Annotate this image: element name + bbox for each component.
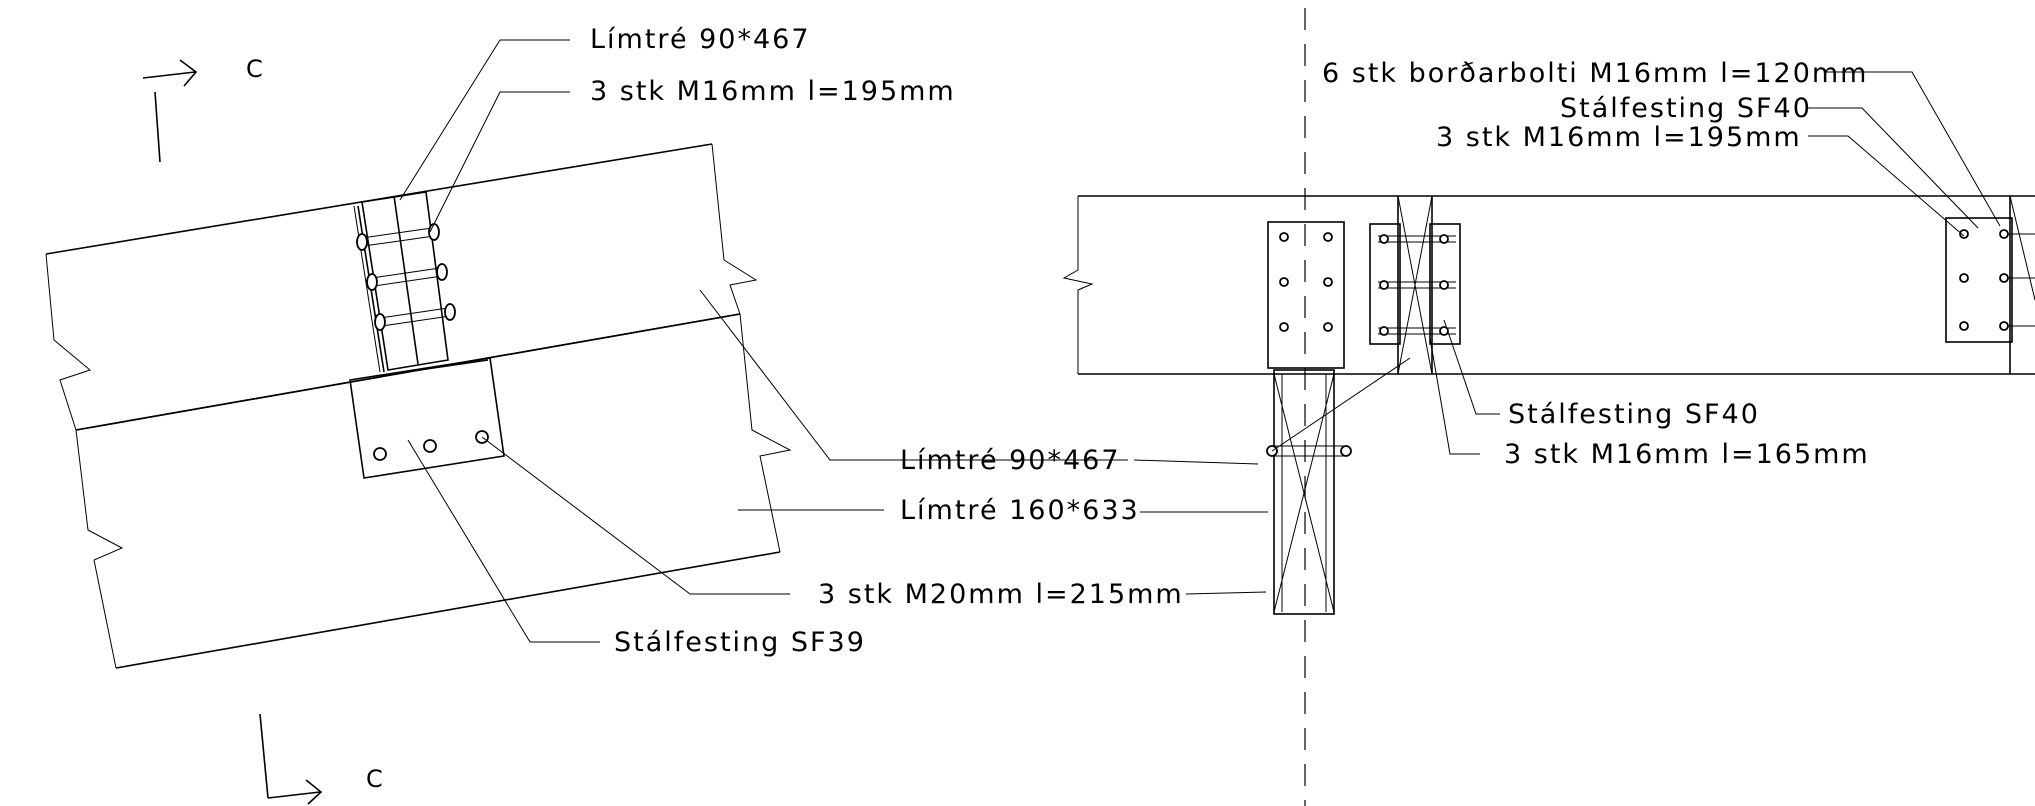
label-bordarbolti: 6 stk borðarbolti M16mm l=120mm xyxy=(1322,58,1868,89)
steel-plate-sf40-right xyxy=(1945,195,2035,374)
label-bolts-m16-165: 3 stk M16mm l=165mm xyxy=(1504,439,1870,470)
label-bolts-bottom: 3 stk M20mm l=215mm xyxy=(818,579,1184,610)
label-limtre-large: Límtré 160*633 xyxy=(900,495,1140,526)
section-marker-bottom: C xyxy=(259,713,383,805)
steel-plate-sf40-left xyxy=(1369,223,1461,345)
upper-beam xyxy=(45,143,758,431)
label-stalfesting-sf40-top: Stálfesting SF40 xyxy=(1560,93,1812,124)
section-label-bottom: C xyxy=(366,765,383,793)
right-beam xyxy=(1062,195,2035,375)
label-limtre-mid: Límtré 90*467 xyxy=(900,445,1121,476)
left-view: Límtré 90*467 3 stk M16mm l=195mm Límtré… xyxy=(45,24,1268,669)
label-bolts-top: 3 stk M16mm l=195mm xyxy=(590,76,956,107)
leader-tail xyxy=(1185,591,1267,595)
post-below xyxy=(1266,369,1352,615)
label-stalfesting-sf39: Stálfesting SF39 xyxy=(614,627,866,658)
cross-member xyxy=(1397,195,1433,375)
section-marker-top: C xyxy=(142,55,263,163)
end-plate xyxy=(1267,221,1345,369)
label-stalfesting-sf40-mid: Stálfesting SF40 xyxy=(1508,399,1760,430)
bolt xyxy=(374,303,456,331)
label-bolts-m16-195: 3 stk M16mm l=195mm xyxy=(1436,122,1802,153)
right-view: 6 stk borðarbolti M16mm l=120mm Stálfest… xyxy=(1062,8,2035,806)
steel-plate-sf39 xyxy=(349,357,505,479)
bolt xyxy=(366,263,448,291)
section-label-top: C xyxy=(246,55,263,83)
left-leaders xyxy=(399,39,1128,643)
label-limtre-top: Límtré 90*467 xyxy=(590,24,811,55)
leader-tail xyxy=(1133,459,1259,465)
right-leaders xyxy=(1271,71,2001,455)
